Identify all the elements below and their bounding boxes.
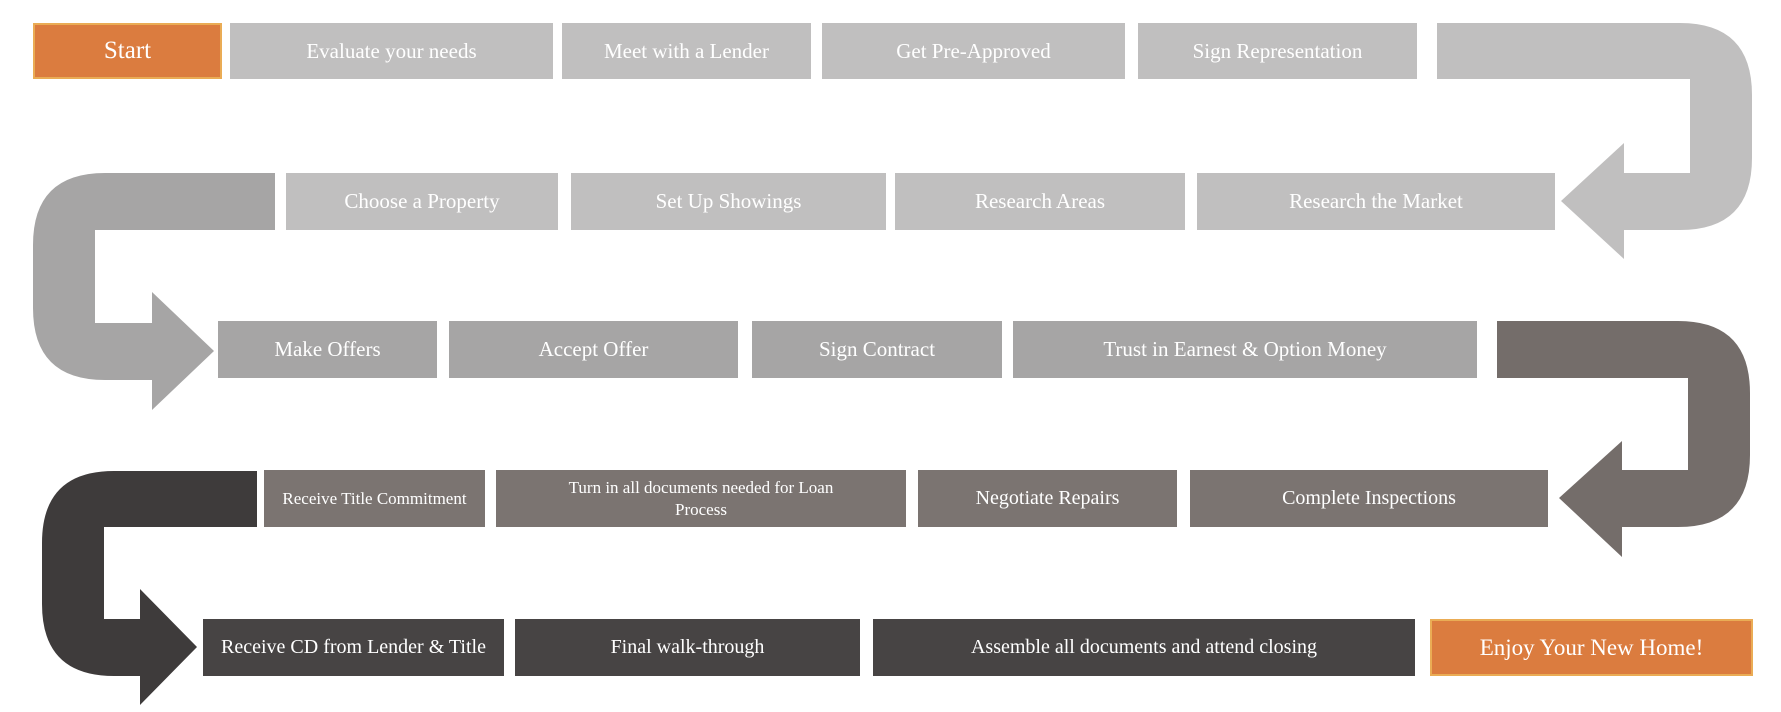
step-label: Complete Inspections bbox=[1282, 487, 1456, 509]
u-turn-arrow-row2-row3 bbox=[33, 173, 275, 410]
step-research-areas: Research Areas bbox=[895, 173, 1185, 230]
step-meet-with-a-lender: Meet with a Lender bbox=[562, 23, 811, 79]
step-label: Sign Representation bbox=[1192, 38, 1363, 63]
u-turn-arrow-row4-row5 bbox=[42, 471, 257, 705]
step-accept-offer: Accept Offer bbox=[449, 321, 738, 378]
step-label: Make Offers bbox=[274, 337, 381, 361]
step-label: Accept Offer bbox=[538, 337, 649, 361]
step-label: Sign Contract bbox=[818, 337, 936, 361]
step-label: Trust in Earnest & Option Money bbox=[1103, 337, 1387, 361]
step-assemble-documents-attend-closing: Assemble all documents and attend closin… bbox=[873, 619, 1415, 676]
step-label: Negotiate Repairs bbox=[975, 487, 1120, 509]
step-final-walk-through: Final walk-through bbox=[515, 619, 860, 676]
step-label: Final walk-through bbox=[610, 636, 765, 658]
step-label: Research Areas bbox=[974, 189, 1106, 213]
step-set-up-showings: Set Up Showings bbox=[571, 173, 886, 230]
step-evaluate-your-needs: Evaluate your needs bbox=[230, 23, 553, 79]
step-choose-a-property: Choose a Property bbox=[286, 173, 558, 230]
step-label: Get Pre-Approved bbox=[896, 38, 1051, 63]
step-turn-in-loan-documents: Turn in all documents needed for Loan Pr… bbox=[496, 470, 906, 527]
step-complete-inspections: Complete Inspections bbox=[1190, 470, 1548, 527]
step-start: Start bbox=[33, 23, 222, 79]
step-label: Choose a Property bbox=[344, 189, 500, 213]
step-label: Start bbox=[103, 37, 152, 64]
step-label: Set Up Showings bbox=[655, 189, 802, 213]
step-research-the-market: Research the Market bbox=[1197, 173, 1555, 230]
step-label: Turn in all documents needed for Loan Pr… bbox=[568, 478, 834, 519]
step-label: Receive Title Commitment bbox=[282, 488, 467, 508]
step-negotiate-repairs: Negotiate Repairs bbox=[918, 470, 1177, 527]
step-trust-in-earnest-and-option-money: Trust in Earnest & Option Money bbox=[1013, 321, 1477, 378]
step-sign-contract: Sign Contract bbox=[752, 321, 1002, 378]
step-enjoy-your-new-home: Enjoy Your New Home! bbox=[1430, 619, 1753, 676]
step-get-pre-approved: Get Pre-Approved bbox=[822, 23, 1125, 79]
step-label: Evaluate your needs bbox=[306, 38, 477, 63]
step-label: Assemble all documents and attend closin… bbox=[970, 636, 1318, 658]
u-turn-arrow-row3-row4 bbox=[1497, 321, 1750, 557]
step-label: Receive CD from Lender & Title bbox=[221, 636, 486, 658]
step-make-offers: Make Offers bbox=[218, 321, 437, 378]
step-receive-cd-from-lender-and-title: Receive CD from Lender & Title bbox=[203, 619, 504, 676]
step-label: Enjoy Your New Home! bbox=[1479, 634, 1704, 660]
step-label: Research the Market bbox=[1289, 189, 1463, 213]
step-receive-title-commitment: Receive Title Commitment bbox=[264, 470, 485, 527]
u-turn-arrow-row1-row2 bbox=[1437, 23, 1752, 259]
step-label: Meet with a Lender bbox=[603, 38, 770, 63]
step-sign-representation: Sign Representation bbox=[1138, 23, 1417, 79]
